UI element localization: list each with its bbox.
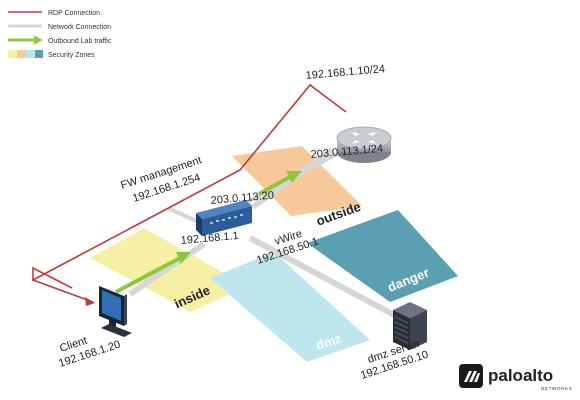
client-computer-icon <box>99 286 132 337</box>
legend-zones-label: Security Zones <box>48 52 95 59</box>
legend-network-label: Network Connection <box>48 24 111 31</box>
link-firewall-client <box>128 241 206 297</box>
fw-inside-ip-label: 192.168.1.1 <box>180 230 239 247</box>
firewall-icon <box>196 200 252 236</box>
zone-dmz <box>210 252 370 362</box>
legend-rdp-label: RDP Connection <box>48 10 100 17</box>
paloalto-logo-icon <box>459 364 483 388</box>
paloalto-logo: paloalto NETWORKS <box>459 364 572 391</box>
fw-outside-ip-label: 203.0.113.20 <box>210 190 274 207</box>
rdp-arrow-icon <box>32 279 95 306</box>
rdp-connection-line <box>32 83 347 289</box>
zone-danger <box>307 210 458 302</box>
zone-outside <box>232 146 362 216</box>
router-icon <box>336 126 392 163</box>
brand-sub: NETWORKS <box>541 386 572 391</box>
outbound-arrow-inside-icon <box>115 252 191 294</box>
legend: RDP Connection Network Connection Outbou… <box>8 10 112 59</box>
legend-zone-swatches <box>8 50 43 58</box>
legend-outbound-arrow-icon <box>8 35 43 45</box>
legend-outbound-label: Outbound Lab traffic <box>48 38 112 45</box>
router-ip-label: 192.168.1.10/24 <box>305 63 385 82</box>
dmz-server-icon <box>393 302 427 350</box>
outbound-arrow-outside-icon <box>258 171 302 196</box>
link-firewall-dmz <box>248 235 398 319</box>
brand-name: paloalto <box>488 366 553 385</box>
